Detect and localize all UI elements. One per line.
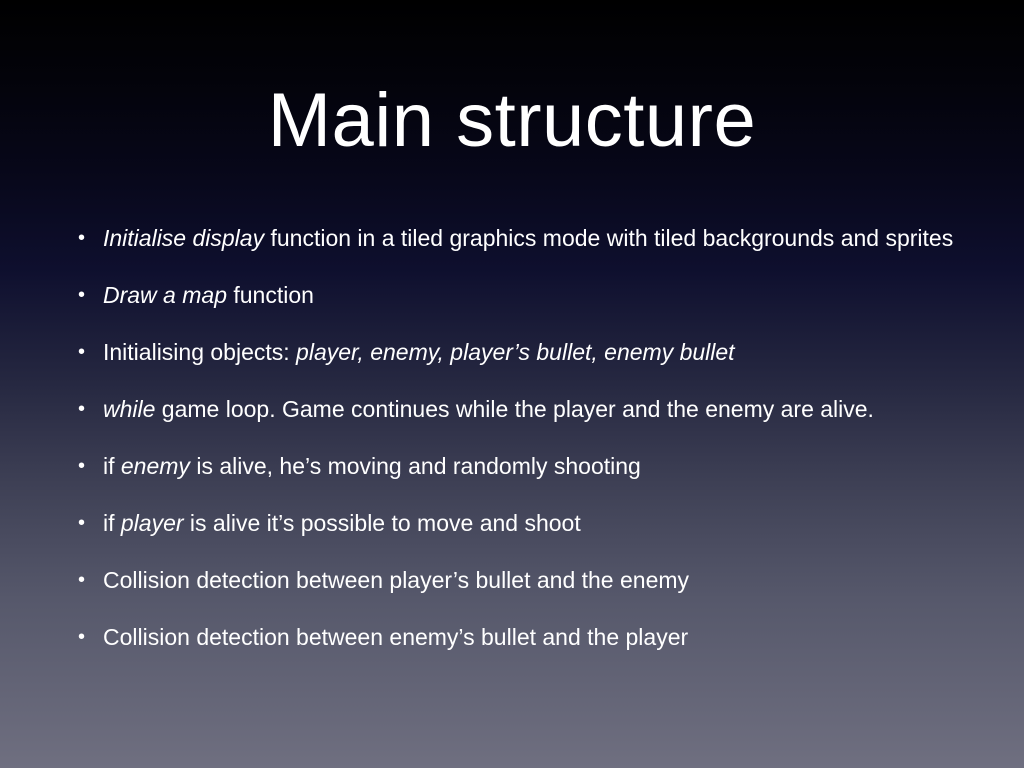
bullet-dot-icon: • xyxy=(78,569,86,591)
bullet-text-italic: player xyxy=(120,510,184,536)
bullet-text: is alive, he’s moving and randomly shoot… xyxy=(189,453,641,479)
bullet-item: • if enemy is alive, he’s moving and ran… xyxy=(78,452,978,481)
bullet-text-italic: while xyxy=(103,396,156,422)
bullet-item: • Initialise display function in a tiled… xyxy=(78,224,978,253)
bullet-list: • Initialise display function in a tiled… xyxy=(78,224,978,680)
bullet-dot-icon: • xyxy=(78,341,86,363)
bullet-text: Collision detection between enemy’s bull… xyxy=(103,624,689,650)
bullet-text: if xyxy=(103,453,121,479)
bullet-dot-icon: • xyxy=(78,512,86,534)
bullet-dot-icon: • xyxy=(78,455,86,477)
bullet-text: function xyxy=(226,282,314,308)
bullet-item: • if player is alive it’s possible to mo… xyxy=(78,509,978,538)
bullet-text-italic: Initialise display xyxy=(103,225,265,251)
bullet-text: Initialising objects: xyxy=(103,339,297,365)
bullet-dot-icon: • xyxy=(78,398,86,420)
bullet-item: • Collision detection between enemy’s bu… xyxy=(78,623,978,652)
bullet-item: • Initialising objects: player, enemy, p… xyxy=(78,338,978,367)
bullet-text: function in a tiled graphics mode with t… xyxy=(264,225,954,251)
bullet-item: • while game loop. Game continues while … xyxy=(78,395,978,424)
bullet-text: Collision detection between player’s bul… xyxy=(103,567,690,593)
bullet-text-italic: player, enemy, player’s bullet, enemy bu… xyxy=(296,339,735,365)
bullet-dot-icon: • xyxy=(78,227,86,249)
bullet-text: game loop. Game continues while the play… xyxy=(155,396,874,422)
bullet-item: • Collision detection between player’s b… xyxy=(78,566,978,595)
bullet-text: if xyxy=(103,510,121,536)
bullet-dot-icon: • xyxy=(78,284,86,306)
bullet-text: is alive it’s possible to move and shoot xyxy=(183,510,581,536)
bullet-item: • Draw a map function xyxy=(78,281,978,310)
bullet-text-italic: Draw a map xyxy=(103,282,227,308)
slide-title: Main structure xyxy=(267,78,757,163)
bullet-dot-icon: • xyxy=(78,626,86,648)
bullet-text-italic: enemy xyxy=(120,453,190,479)
